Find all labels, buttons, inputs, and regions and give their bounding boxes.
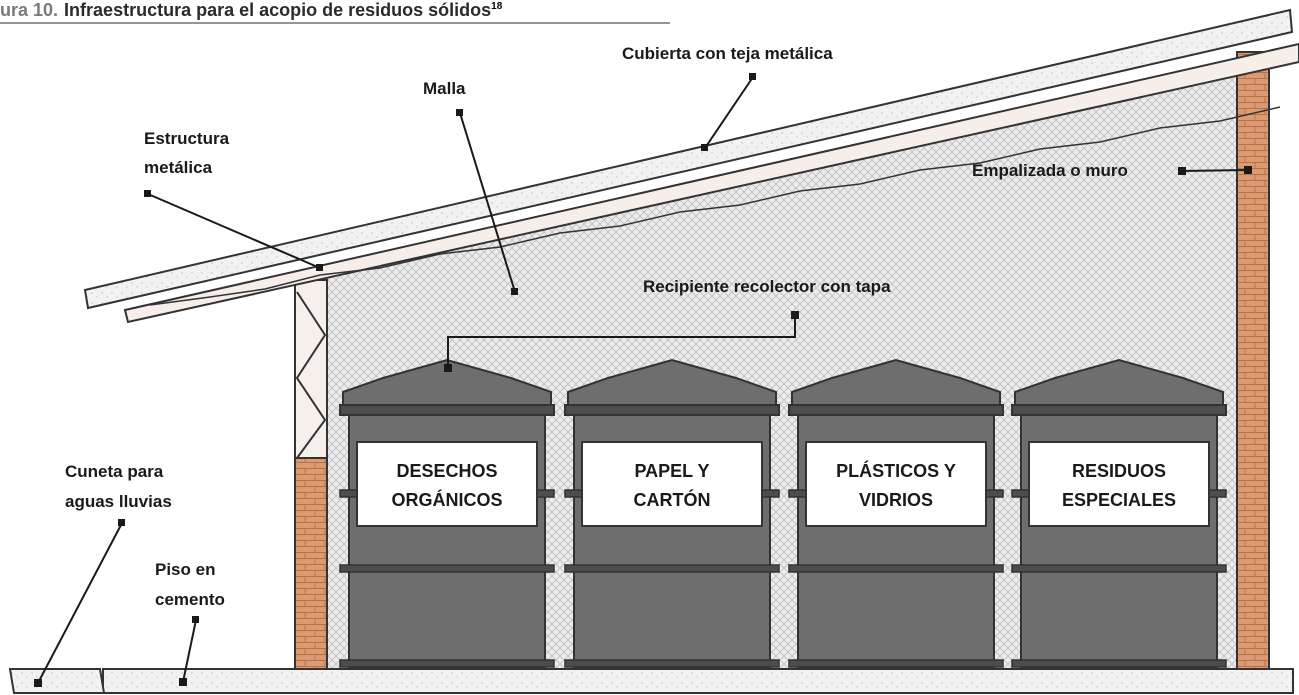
right-brick-wall	[1236, 51, 1270, 671]
bin-label-plate	[805, 441, 987, 527]
bin-label-plate	[1028, 441, 1210, 527]
roof-truss	[123, 42, 1299, 324]
label-cuneta-line2: aguas lluvias	[65, 492, 172, 511]
leader-lines	[34, 73, 1252, 687]
bin-band	[339, 564, 555, 573]
bin-band	[564, 564, 780, 573]
label-recipiente: Recipiente recolector con tapa	[643, 277, 891, 296]
bin-band	[1011, 659, 1227, 668]
bin-label-line2: ESPECIALES	[1062, 490, 1176, 510]
label-estructura-line2: metálica	[144, 158, 213, 177]
figure-number: ura 10.	[0, 0, 59, 20]
label-piso-line1: Piso en	[155, 560, 215, 579]
label-piso-line2: cemento	[155, 590, 225, 609]
bin-label-line1: PLÁSTICOS Y	[836, 460, 956, 481]
figure-name: Infraestructura para el acopio de residu…	[64, 0, 492, 20]
waste-bin: PLÁSTICOS Y VIDRIOS	[788, 358, 1004, 669]
bin-band	[339, 659, 555, 668]
left-column	[294, 279, 328, 671]
bin-label-plate	[581, 441, 763, 527]
bin-label-plate	[356, 441, 538, 527]
label-cubierta: Cubierta con teja metálica	[622, 44, 833, 63]
bin-label-line1: DESECHOS	[396, 461, 497, 481]
bin-band	[788, 564, 1004, 573]
waste-bin: PAPEL Y CARTÓN	[564, 358, 780, 669]
bin-label-line2: CARTÓN	[634, 489, 711, 510]
figure-title: ura 10.Infraestructura para el acopio de…	[0, 0, 502, 20]
bin-rim	[788, 404, 1004, 416]
bin-rim	[1011, 404, 1227, 416]
figure-superscript: 18	[491, 1, 503, 12]
roof-sheet	[83, 8, 1294, 310]
bin-label-line2: VIDRIOS	[859, 490, 933, 510]
bins-group: DESECHOS ORGÁNICOS PAPEL Y CARTÓN PLÁSTICOS …	[339, 358, 1227, 669]
bin-label-line2: ORGÁNICOS	[391, 489, 502, 510]
waste-bin: DESECHOS ORGÁNICOS	[339, 358, 555, 669]
bin-band	[564, 659, 780, 668]
bin-label-line1: RESIDUOS	[1072, 461, 1166, 481]
bin-rim	[339, 404, 555, 416]
bin-rim	[564, 404, 780, 416]
label-malla: Malla	[423, 79, 466, 98]
bin-label-line1: PAPEL Y	[634, 461, 709, 481]
label-empalizada: Empalizada o muro	[972, 161, 1128, 180]
bin-band	[788, 659, 1004, 668]
cement-floor	[8, 668, 1294, 694]
waste-bin: RESIDUOS ESPECIALES	[1011, 358, 1227, 669]
label-cuneta-line1: Cuneta para	[65, 462, 164, 481]
label-estructura-line1: Estructura	[144, 129, 230, 148]
bin-band	[1011, 564, 1227, 573]
